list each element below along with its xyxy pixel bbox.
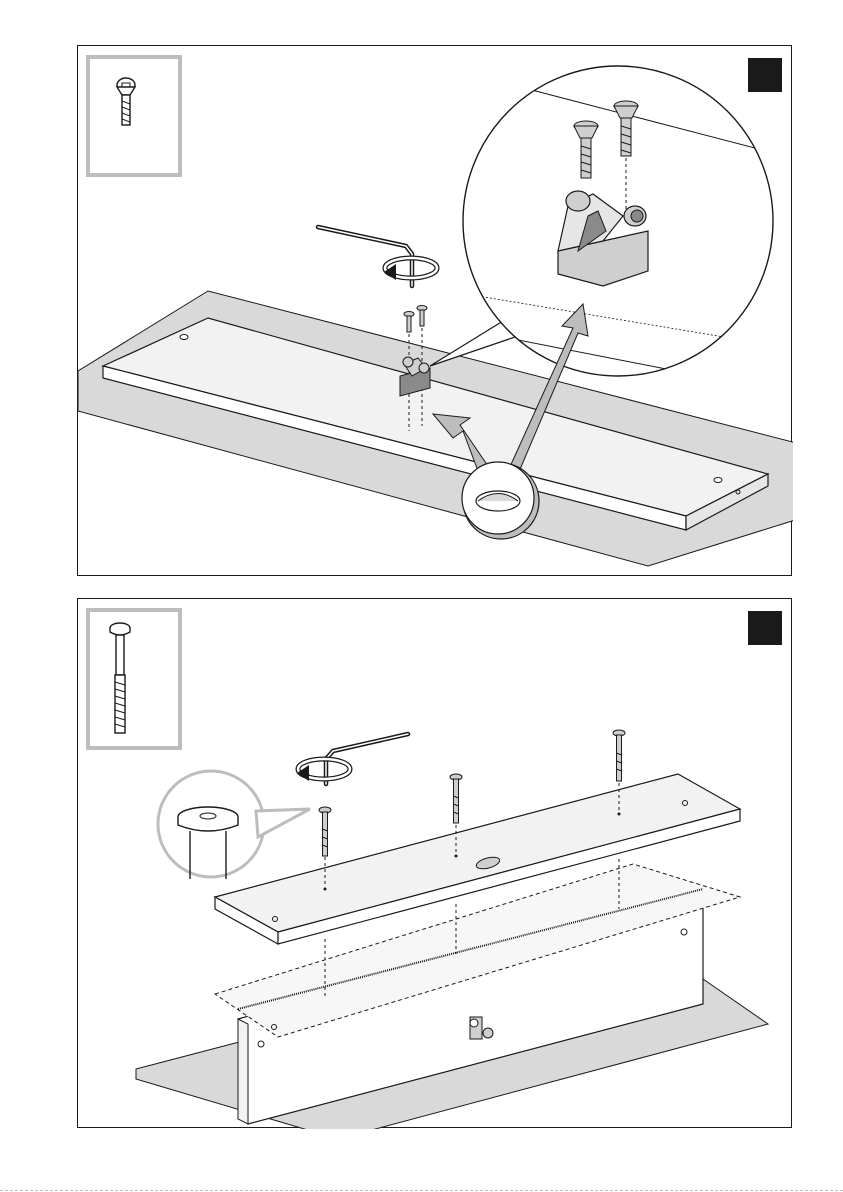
detail-zoom bbox=[463, 66, 778, 391]
part-box-short-screw bbox=[86, 55, 182, 177]
page-bottom-rule bbox=[0, 1190, 843, 1191]
instruction-step-1 bbox=[77, 45, 792, 576]
countersunk-screw-2 bbox=[417, 306, 427, 327]
step-marker bbox=[748, 58, 782, 92]
cam-hole-left bbox=[180, 335, 188, 340]
rotate-clockwise-icon bbox=[297, 759, 350, 781]
bolt-head-detail-zoom bbox=[158, 771, 310, 879]
connector-bolt-3 bbox=[613, 730, 625, 781]
instruction-step-2 bbox=[77, 598, 792, 1128]
cam-hole-right bbox=[714, 478, 722, 483]
step-2-illustration bbox=[78, 599, 793, 1129]
connector-bolt-2 bbox=[450, 774, 462, 823]
hole-detail-zoom bbox=[462, 462, 539, 539]
step-1-illustration bbox=[78, 46, 793, 577]
step-marker bbox=[748, 611, 782, 645]
connector-bolt-1 bbox=[319, 807, 331, 856]
part-box-long-bolt bbox=[86, 608, 182, 750]
countersunk-screw-1 bbox=[404, 312, 414, 333]
